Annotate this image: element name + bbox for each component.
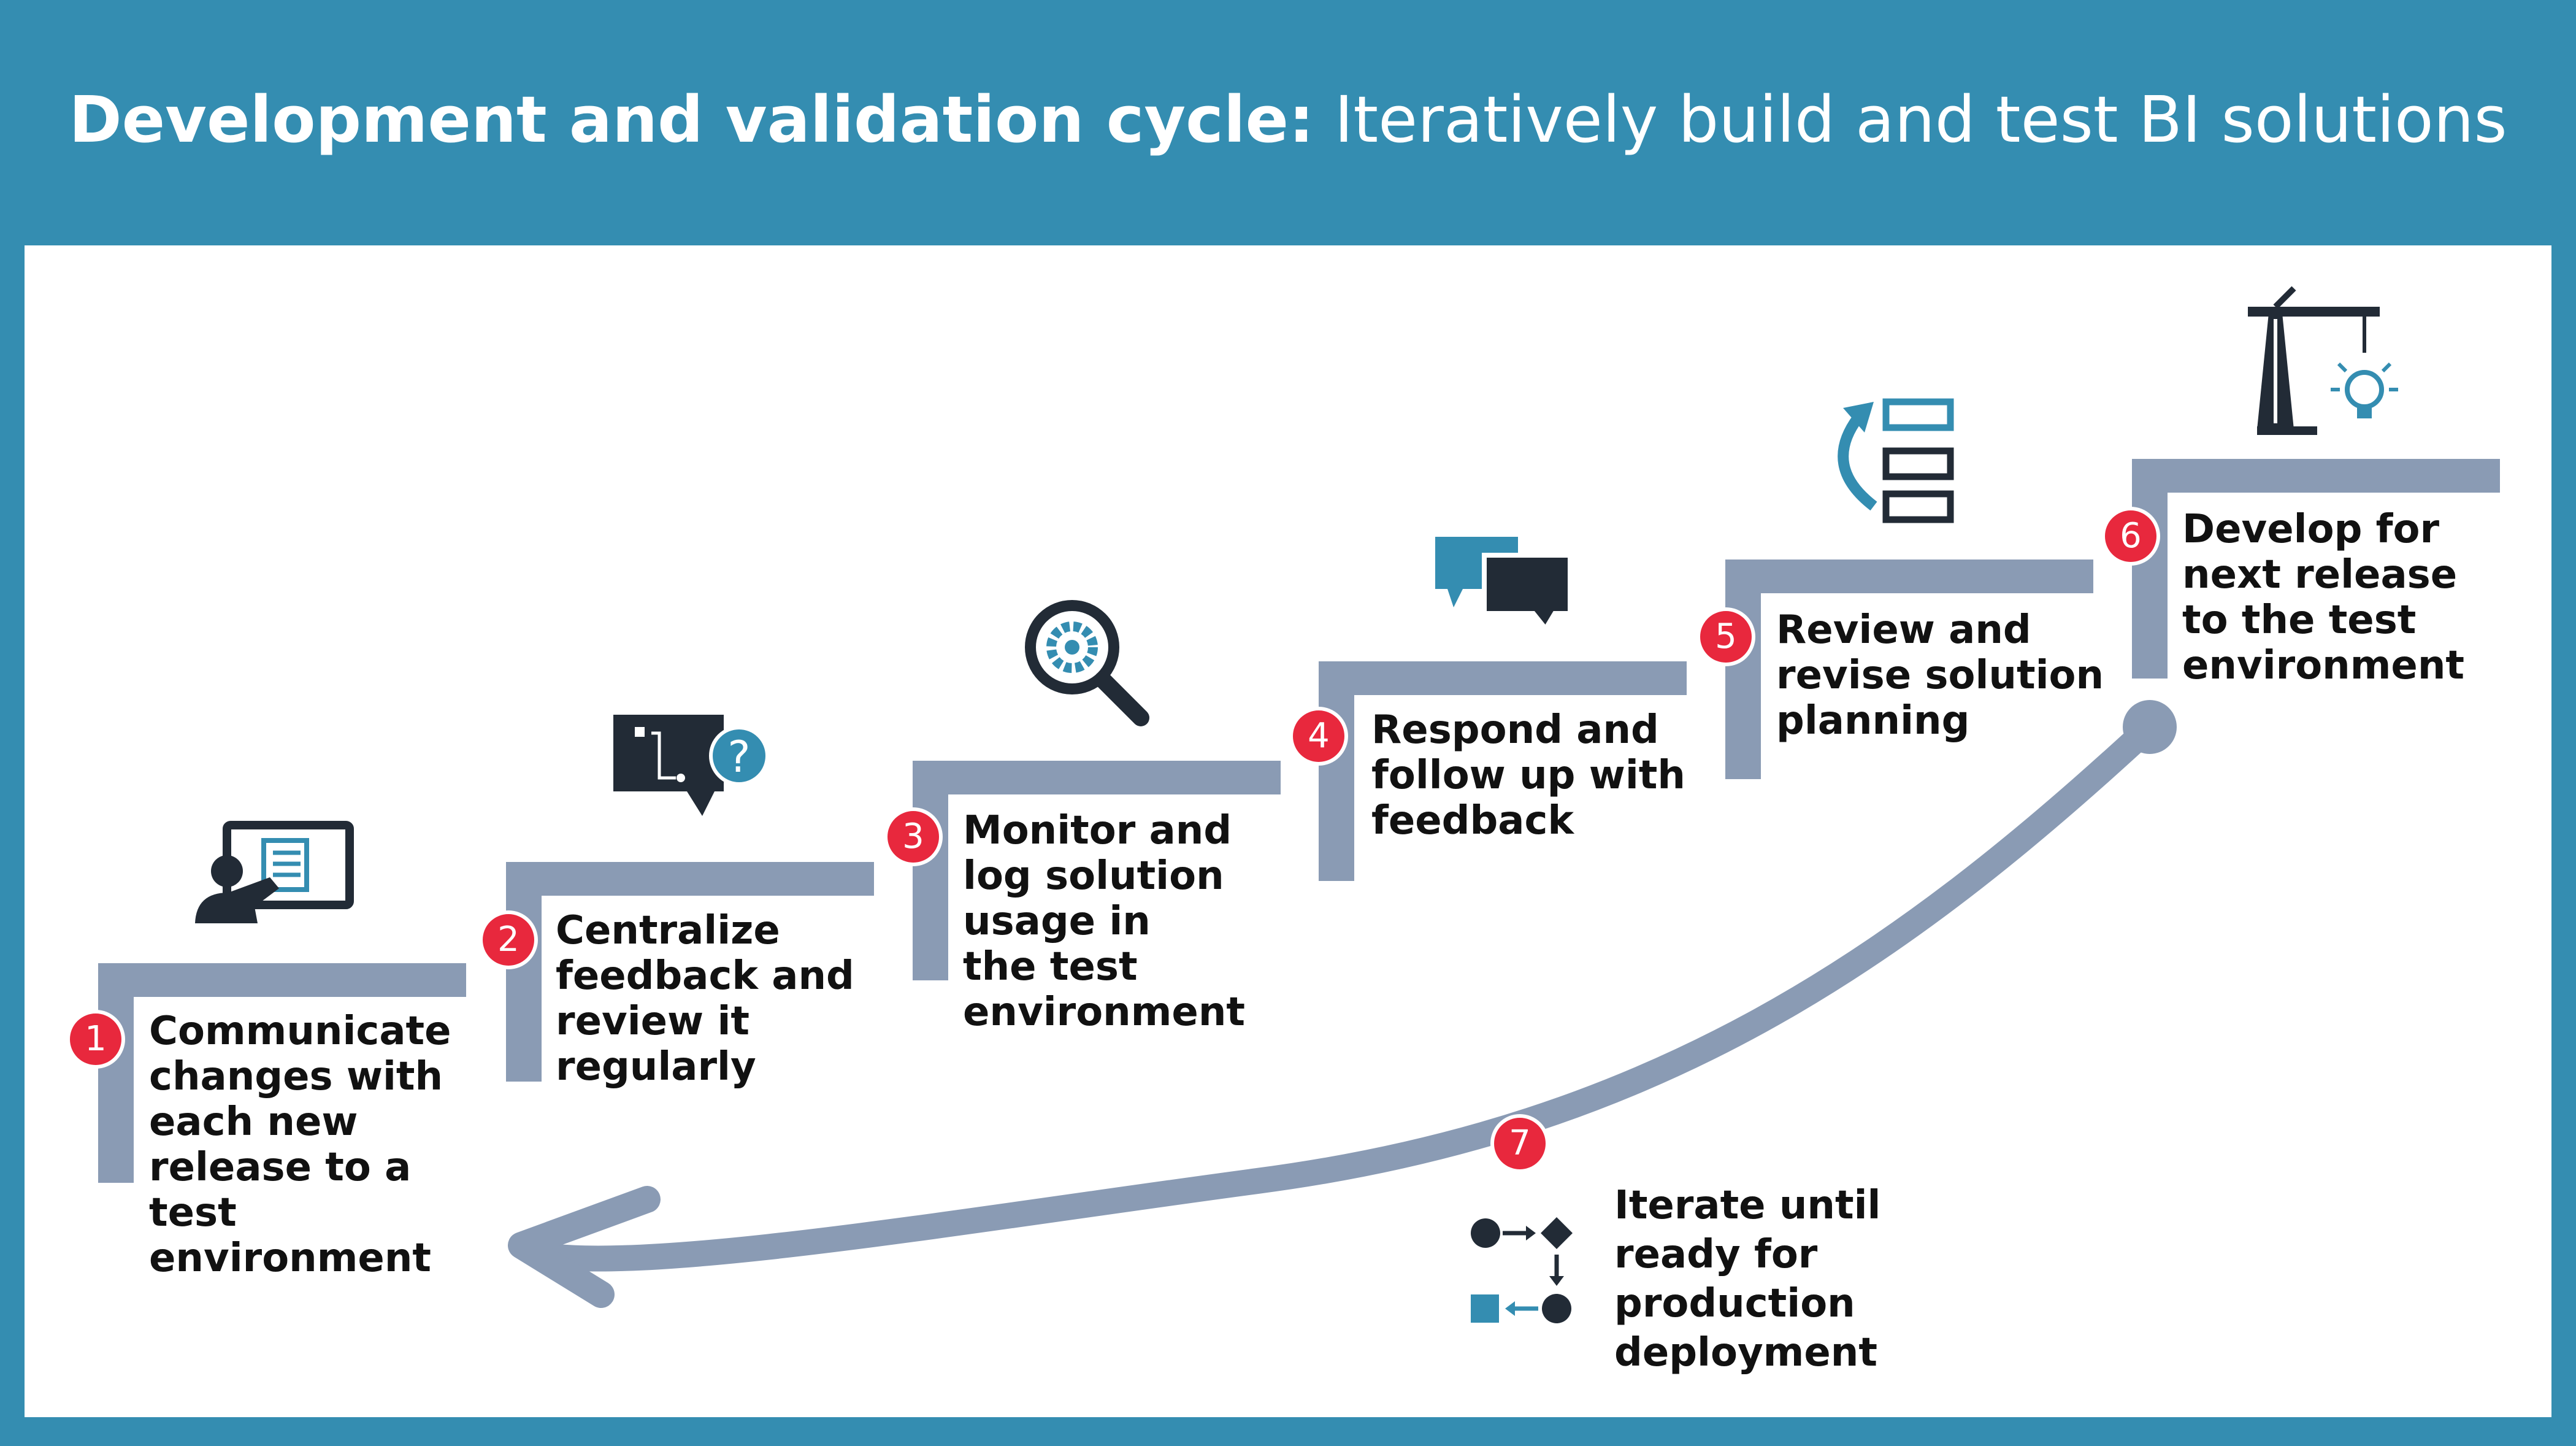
step-3-badge: 3	[884, 807, 943, 866]
step-6-label: Develop for next release to the test env…	[2182, 507, 2464, 688]
title-bold: Development and validation cycle:	[69, 82, 1314, 157]
workflow-icon	[1471, 1217, 1573, 1323]
magnifier-gear-icon	[1025, 600, 1149, 726]
step-6-badge: 6	[2101, 507, 2160, 566]
step-4-label: Respond and follow up with feedback	[1371, 707, 1685, 844]
step-2-badge: 2	[479, 910, 538, 969]
step-7-badge: 7	[1490, 1114, 1549, 1173]
feedback-question-icon: ?	[613, 715, 769, 816]
presentation-icon	[195, 821, 354, 923]
step-7-label: Iterate until ready for production deplo…	[1614, 1183, 1881, 1375]
stair-step-1	[98, 963, 466, 1183]
stair-step-2	[506, 862, 874, 1082]
chat-bubbles-icon	[1435, 537, 1573, 633]
step-4-badge: 4	[1289, 707, 1348, 766]
step-5-badge: 5	[1696, 607, 1755, 666]
crane-lightbulb-icon	[2248, 286, 2398, 435]
diagram-panel	[25, 245, 2551, 1417]
svg-text:?: ?	[727, 732, 750, 782]
return-arrow	[508, 700, 2177, 1308]
stair-step-4	[1319, 661, 1687, 881]
step-1-badge: 1	[66, 1010, 125, 1069]
stair-step-5	[1725, 560, 2093, 779]
stair-step-3	[913, 761, 1281, 980]
step-2-label: Centralize feedback and review it regula…	[556, 908, 854, 1090]
page-title: Development and validation cycle: Iterat…	[0, 74, 2576, 166]
step-1-label: Communicate changes with each new releas…	[149, 1009, 451, 1281]
arrow-start-dot	[2123, 700, 2177, 754]
step-5-label: Review and revise solution planning	[1776, 607, 2104, 744]
stair-steps	[98, 459, 2500, 1183]
revise-list-icon	[1838, 398, 1954, 523]
title-light: Iteratively build and test BI solutions	[1314, 82, 2507, 157]
step-3-label: Monitor and log solution usage in the te…	[963, 808, 1245, 1035]
stair-step-6	[2132, 459, 2500, 679]
